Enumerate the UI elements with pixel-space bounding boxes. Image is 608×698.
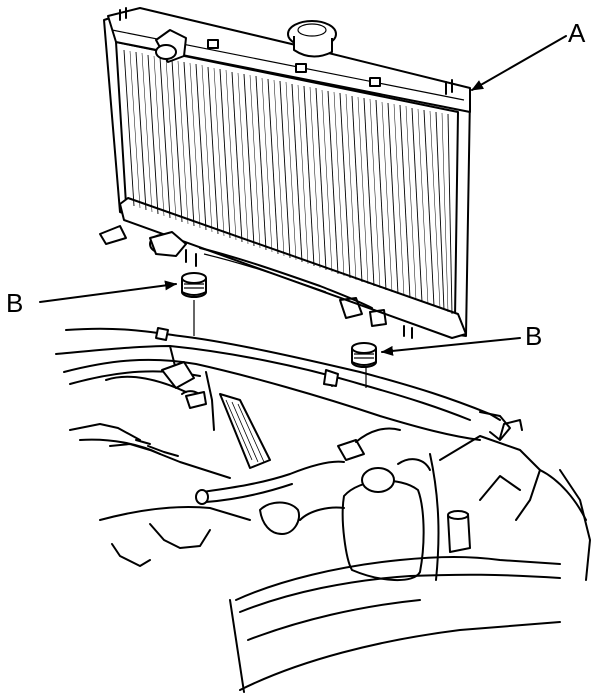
radiator-cap <box>287 20 337 58</box>
callout-label-b-left: B <box>6 288 24 318</box>
mount-cushion-left <box>181 272 207 336</box>
callout-label-b-right: B <box>525 321 543 351</box>
radiator <box>99 7 471 339</box>
callout-label-a: A <box>568 18 586 48</box>
mount-cushion-right <box>351 342 377 388</box>
callout-arrow-b-left <box>39 280 177 303</box>
callout-arrow-a <box>471 35 567 91</box>
callout-arrow-b-right <box>381 337 521 356</box>
radiator-core-fins <box>123 49 453 315</box>
coolant-reservoir <box>341 458 431 582</box>
engine-bay <box>55 327 591 693</box>
